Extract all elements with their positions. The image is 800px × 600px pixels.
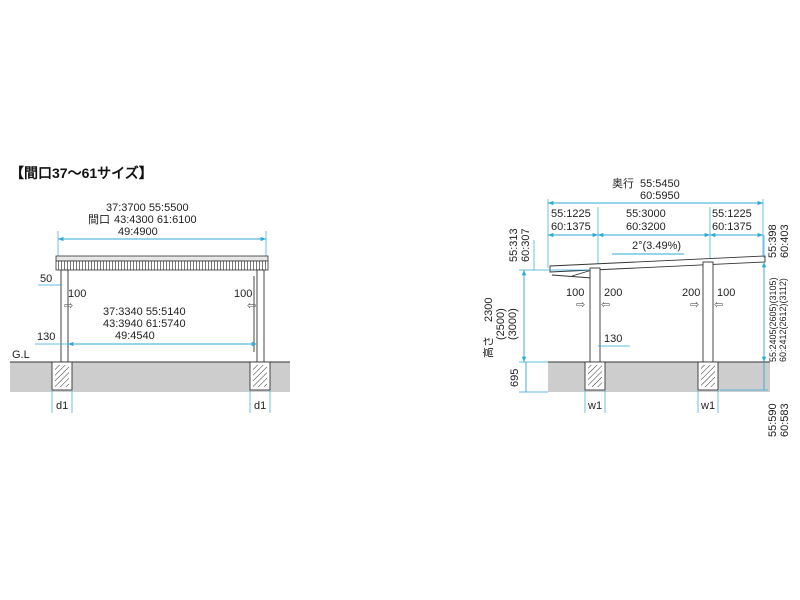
- side-footing-front-hatch: [588, 365, 602, 387]
- front-footing-left-hatch: [55, 365, 69, 387]
- drain-arrow-left-icon: ⇦: [601, 298, 610, 311]
- front-view: 【間口37～61サイズ】 37:3700 55:5500 間口 43:4300 …: [10, 165, 290, 413]
- front-width-value-2: 43:4300 61:6100: [114, 214, 197, 226]
- side-span-center-1: 55:3000: [626, 208, 666, 220]
- drain-arrow-right-icon: ⇨: [64, 299, 73, 312]
- side-roof-arm: [551, 274, 593, 279]
- side-depth-value-2: 60:5950: [640, 190, 680, 202]
- side-roof: [549, 255, 766, 273]
- side-depth-value-1: 55:5450: [640, 178, 680, 190]
- front-width-value-3: 49:4900: [118, 226, 158, 238]
- side-ground: [548, 362, 770, 392]
- side-height-value-1: 2300: [483, 298, 495, 322]
- side-dim-130: 130: [604, 333, 622, 345]
- front-post-right: [256, 269, 265, 363]
- side-dim-100-left: 100: [566, 287, 584, 299]
- front-dim-100-right: 100: [234, 288, 252, 300]
- section-title: 【間口37～61サイズ】: [10, 165, 153, 181]
- front-inner-value-1: 37:3340 55:5140: [103, 306, 186, 318]
- front-inner-value-3: 49:4540: [115, 330, 155, 342]
- side-embed-depth: 695: [509, 369, 521, 387]
- side-post-front: [589, 267, 601, 363]
- side-height-label: 高さ: [481, 336, 495, 358]
- side-post-rear: [702, 261, 714, 363]
- front-dim-50: 50: [40, 273, 52, 285]
- side-roof-slope: 2°(3.49%): [632, 240, 681, 252]
- side-span-right-1: 55:1225: [712, 208, 752, 220]
- side-depth-label: 奥行: [612, 176, 634, 190]
- side-dim-200-right: 200: [682, 287, 700, 299]
- drain-arrow-left-icon: ⇦: [247, 299, 256, 312]
- side-view: 奥行 55:5450 60:5950 55:1225 60:1375 55:30…: [481, 176, 791, 437]
- front-width-value-1: 37:3700 55:5500: [106, 202, 189, 214]
- side-embed-rear-1: 55:590: [767, 403, 779, 437]
- side-rear-height-2: 60:2412(2612)(3112): [778, 278, 788, 362]
- side-span-right-2: 60:1375: [712, 221, 752, 233]
- side-front-offset-2: 60:307: [520, 228, 532, 262]
- side-span-left-1: 55:1225: [551, 208, 591, 220]
- front-post-left: [60, 269, 69, 363]
- front-inner-value-2: 43:3940 61:5740: [103, 318, 186, 330]
- front-dim-100-left: 100: [68, 288, 86, 300]
- front-dim-130: 130: [37, 331, 55, 343]
- side-footing-front-label: w1: [587, 400, 602, 412]
- side-roof-brace: [571, 269, 593, 277]
- side-height-value-3: (3000): [507, 308, 519, 340]
- front-footing-right-hatch: [253, 365, 267, 387]
- side-dim-200-left: 200: [604, 287, 622, 299]
- side-span-center-2: 60:3200: [626, 221, 666, 233]
- side-footing-rear-label: w1: [700, 400, 715, 412]
- side-footing-rear-hatch: [701, 365, 715, 387]
- drain-arrow-right-icon: ⇨: [690, 298, 699, 311]
- side-span-left-2: 60:1375: [551, 221, 591, 233]
- front-footing-left-label: d1: [56, 400, 68, 412]
- side-rear-offset-2: 60:403: [779, 224, 791, 258]
- side-dim-100-right: 100: [717, 287, 735, 299]
- front-roof-top: [55, 255, 269, 262]
- drain-arrow-right-icon: ⇨: [576, 298, 585, 311]
- front-roof-panel: [55, 260, 269, 271]
- front-footing-right-label: d1: [254, 400, 266, 412]
- front-width-label: 間口: [88, 213, 110, 226]
- side-front-offset-1: 55:313: [508, 228, 520, 262]
- ground-level-label: G.L: [12, 349, 30, 361]
- side-height-value-2: (2500): [495, 308, 507, 340]
- side-rear-offset-1: 55:398: [767, 224, 779, 258]
- side-rear-height-1: 55:2405(2605)(3105): [768, 277, 778, 362]
- drain-arrow-left-icon: ⇦: [714, 298, 723, 311]
- side-embed-rear-2: 60:583: [779, 403, 791, 437]
